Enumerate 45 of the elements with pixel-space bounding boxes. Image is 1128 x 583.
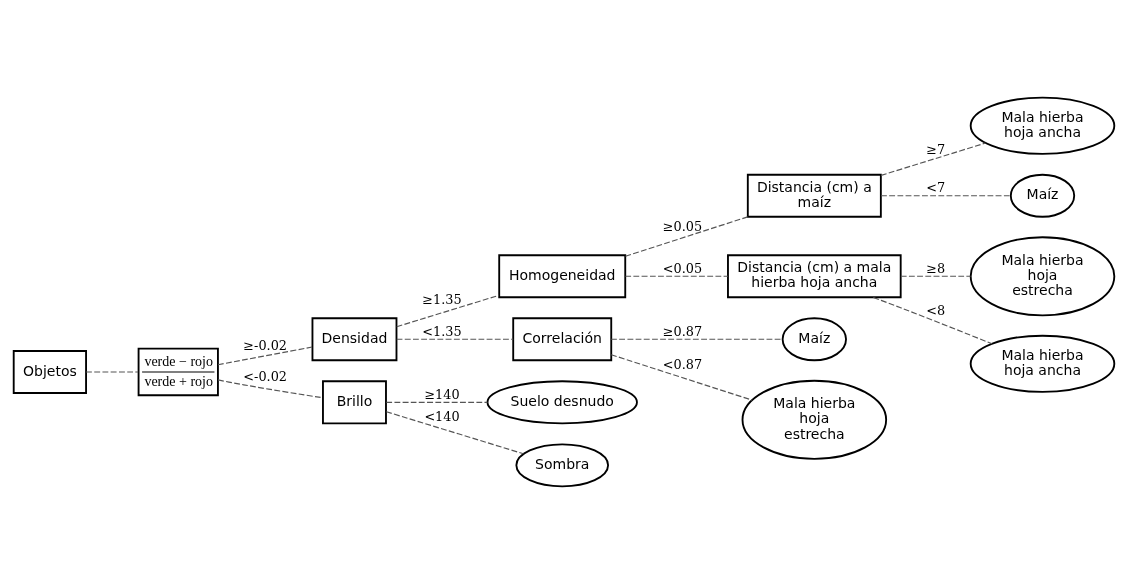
edge-label: <8 <box>926 302 946 318</box>
node-ellipse: Suelo desnudo <box>486 379 638 424</box>
edge-label: <1.35 <box>422 323 462 339</box>
connector <box>900 275 972 277</box>
node-box: Correlación <box>512 316 613 361</box>
connector <box>217 378 324 398</box>
node-box: Objetos <box>12 349 87 394</box>
edge-label: ≥1.35 <box>422 291 462 307</box>
connector <box>385 410 525 454</box>
node-ellipse: Maíz <box>781 316 847 361</box>
node-box: Brillo <box>322 379 387 424</box>
connector <box>624 215 749 257</box>
connector <box>396 338 514 340</box>
node-box: Distancia (cm) a mala hierba hoja ancha <box>727 253 902 298</box>
edge-label: <140 <box>424 408 460 424</box>
edge-label: <0.87 <box>662 356 703 372</box>
node-box: Densidad <box>311 316 398 361</box>
node-ellipse: Mala hierba hoja ancha <box>969 96 1116 155</box>
edge-label: ≥0.87 <box>662 323 703 339</box>
connector <box>217 345 313 365</box>
edge-label: ≥0.05 <box>662 218 703 234</box>
connector <box>85 370 139 373</box>
edge-label: ≥140 <box>424 386 460 402</box>
node-ellipse: Maíz <box>1009 173 1076 218</box>
connector <box>385 401 488 403</box>
node-box: Homogeneidad <box>498 253 627 298</box>
edge-label: <7 <box>926 179 946 195</box>
connector <box>624 275 729 277</box>
connector <box>872 296 993 344</box>
connector <box>610 338 783 340</box>
node-box: verde − rojo verde + rojo <box>137 347 219 396</box>
node-box: Distancia (cm) a maíz <box>746 173 882 218</box>
connector <box>880 141 987 176</box>
edge-label: <0.05 <box>662 260 703 276</box>
connector <box>396 294 500 327</box>
edge-label: ≥7 <box>926 141 946 156</box>
node-ellipse: Mala hierba hoja estrecha <box>741 379 888 460</box>
edge-label: ≥-0.02 <box>243 337 288 353</box>
node-ellipse: Sombra <box>515 442 610 487</box>
node-ellipse: Mala hierba hoja estrecha <box>969 235 1116 316</box>
connector <box>610 353 753 401</box>
connector <box>880 194 1012 196</box>
node-ellipse: Mala hierba hoja ancha <box>969 334 1116 393</box>
edge-label: ≥8 <box>926 260 946 276</box>
edge-label: <-0.02 <box>243 368 288 384</box>
